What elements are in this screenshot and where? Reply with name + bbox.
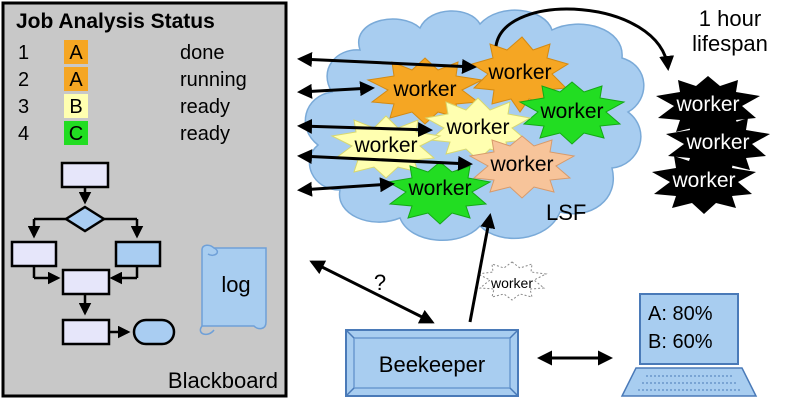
row-status: ready xyxy=(180,123,230,145)
status-row: 2 A running xyxy=(18,67,247,91)
blackboard-title: Job Analysis Status xyxy=(16,10,215,33)
worker-green-right: worker xyxy=(518,81,626,145)
blackboard-label: Blackboard xyxy=(168,368,278,393)
row-status: running xyxy=(180,69,247,91)
lifespan-line-2: lifespan xyxy=(692,31,768,56)
status-row: 3 B ready xyxy=(18,94,230,118)
worker-label: worker xyxy=(445,116,509,139)
blackboard-beekeeper-arrow xyxy=(309,260,435,324)
worker-black-3: worker xyxy=(652,152,756,214)
row-letter: A xyxy=(69,69,83,91)
row-number: 2 xyxy=(18,69,29,91)
worker-black-2: worker xyxy=(666,114,770,176)
row-letter: A xyxy=(69,42,83,64)
blackboard-panel: Job Analysis Status 1 A done 2 A running… xyxy=(1,1,288,398)
worker-label: worker xyxy=(353,134,417,157)
lifespan-arrow xyxy=(494,7,675,71)
lifespan-line-1: 1 hour xyxy=(699,6,761,31)
worker-peach: worker xyxy=(468,135,576,199)
worker-label: worker xyxy=(407,177,471,200)
worker-green-bottom: worker xyxy=(386,161,492,225)
row-letter: C xyxy=(69,123,83,145)
worker-label: worker xyxy=(685,131,749,154)
beekeeper-lsf-arrow xyxy=(468,213,496,323)
status-row: 4 C ready xyxy=(18,121,230,145)
worker-label: worker xyxy=(392,78,456,101)
worker-black-1: worker xyxy=(656,76,760,138)
monitor-line-1: A: 80% xyxy=(648,303,713,325)
worker-label: worker xyxy=(490,275,533,291)
status-row: 1 A done xyxy=(18,40,225,64)
lsf-label: LSF xyxy=(546,200,586,225)
row-number: 1 xyxy=(18,42,29,64)
row-number: 4 xyxy=(18,123,29,145)
worker-label: worker xyxy=(671,169,735,192)
log-label: log xyxy=(221,272,250,297)
worker-spawning: worker xyxy=(476,261,548,301)
beekeeper-box: Beekeeper xyxy=(345,329,519,397)
row-letter: B xyxy=(69,96,82,118)
row-status: done xyxy=(180,42,225,64)
flowchart-icon xyxy=(10,161,176,346)
worker-label: worker xyxy=(489,153,553,176)
monitor-icon: A: 80% B: 60% xyxy=(620,293,758,397)
question-mark: ? xyxy=(374,270,386,295)
row-number: 3 xyxy=(18,96,29,118)
blackboard-worker-arrows xyxy=(297,52,477,197)
beekeeper-label: Beekeeper xyxy=(379,352,485,377)
worker-label: worker xyxy=(539,100,603,123)
row-status: ready xyxy=(180,96,230,118)
log-scroll-icon xyxy=(199,244,267,336)
worker-label: worker xyxy=(487,61,551,84)
monitor-line-2: B: 60% xyxy=(648,331,713,353)
worker-label: worker xyxy=(675,93,739,116)
